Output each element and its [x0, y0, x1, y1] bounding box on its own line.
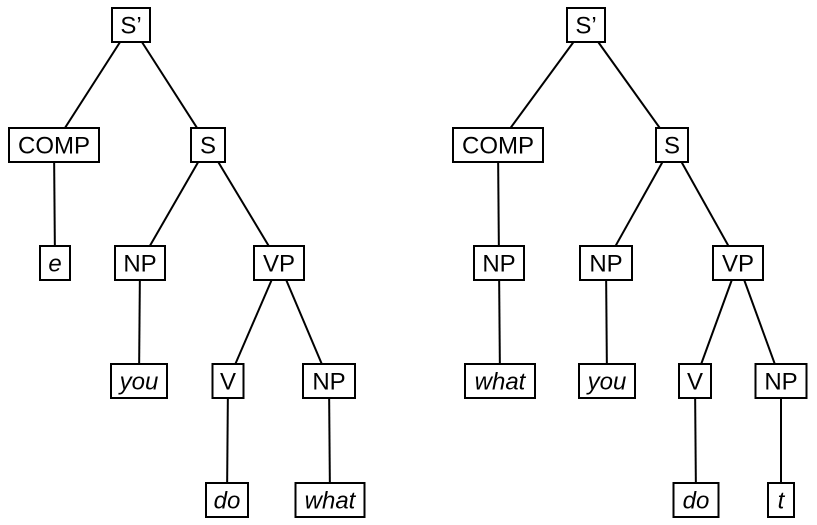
tree-node-what: what — [294, 482, 366, 518]
node-box — [754, 363, 808, 399]
tree-edge-sbar-comp — [53, 24, 132, 146]
tree-edge-comp-np0 — [497, 144, 500, 264]
tree-edge-s-np1 — [605, 144, 673, 264]
tree-node-do: do — [205, 482, 249, 518]
node-box — [767, 482, 795, 518]
node-box — [205, 482, 249, 518]
tree-edge-sbar-s — [130, 24, 209, 146]
tree-node-e: e — [39, 245, 71, 281]
node-box — [672, 482, 720, 518]
tree-edge-v-do — [226, 380, 229, 501]
node-label: what — [305, 488, 357, 515]
tree-node-do: do — [672, 482, 720, 518]
node-box — [39, 245, 71, 281]
right-tree-surface-structure: S’ COMP S NP NP VP what you V NP do t — [452, 7, 808, 518]
node-box — [190, 127, 226, 163]
tree-edge-s-vp — [207, 144, 280, 264]
node-box — [678, 363, 712, 399]
tree-node-np2: NP — [754, 363, 808, 399]
tree-edge-sbar-comp — [497, 24, 587, 146]
node-box — [579, 245, 633, 281]
node-box — [294, 482, 366, 518]
node-label: NP — [312, 369, 345, 396]
node-box — [566, 7, 606, 43]
node-label: you — [586, 369, 627, 396]
tree-node-vp: VP — [253, 245, 305, 281]
tree-node-np1: NP — [579, 245, 633, 281]
tree-edge-np1-you — [138, 262, 141, 382]
node-label: e — [48, 251, 61, 278]
tree-edge-np2-what — [328, 380, 331, 501]
node-box — [111, 7, 151, 43]
node-label: S — [664, 133, 680, 160]
node-label: do — [214, 488, 241, 515]
node-label: S’ — [575, 13, 596, 40]
tree-edge-vp-np2 — [278, 262, 330, 382]
node-box — [452, 127, 544, 163]
tree-node-t: t — [767, 482, 795, 518]
node-label: NP — [764, 369, 797, 396]
tree-edge-s-np1 — [139, 144, 209, 264]
tree-edge-vp-np2 — [737, 262, 782, 382]
tree-node-s: S — [190, 127, 226, 163]
tree-node-v: V — [678, 363, 712, 399]
node-box — [8, 127, 100, 163]
tree-node-v: V — [211, 363, 245, 399]
tree-node-np2: NP — [302, 363, 356, 399]
tree-node-np0: NP — [473, 245, 525, 281]
tree-node-what: what — [464, 363, 536, 399]
tree-node-sbar: S’ — [566, 7, 606, 43]
node-label: NP — [123, 251, 156, 278]
node-label: do — [683, 488, 710, 515]
node-label: VP — [263, 251, 295, 278]
tree-edge-v-do — [694, 380, 697, 501]
node-box — [655, 127, 689, 163]
tree-node-sbar: S’ — [111, 7, 151, 43]
node-label: you — [118, 369, 159, 396]
node-label: S — [200, 133, 216, 160]
tree-edge-s-vp — [671, 144, 739, 264]
tree-edge-np1-you — [605, 262, 608, 382]
node-box — [253, 245, 305, 281]
node-box — [464, 363, 536, 399]
node-box — [712, 245, 764, 281]
tree-node-s: S — [655, 127, 689, 163]
node-box — [578, 363, 636, 399]
node-label: VP — [722, 251, 754, 278]
node-label: COMP — [462, 133, 534, 160]
node-label: what — [475, 369, 527, 396]
tree-edge-np0-what — [498, 262, 501, 382]
tree-edge-vp-v — [227, 262, 280, 382]
tree-edge-vp-v — [694, 262, 739, 382]
tree-edge-comp-e — [53, 144, 56, 264]
tree-node-comp: COMP — [452, 127, 544, 163]
node-label: S’ — [120, 13, 141, 40]
node-label: COMP — [18, 133, 90, 160]
node-box — [473, 245, 525, 281]
tree-node-comp: COMP — [8, 127, 100, 163]
tree-node-vp: VP — [712, 245, 764, 281]
tree-node-you: you — [578, 363, 636, 399]
tree-node-you: you — [110, 363, 168, 399]
node-label: NP — [482, 251, 515, 278]
node-box — [302, 363, 356, 399]
tree-edge-sbar-s — [585, 24, 673, 146]
node-label: NP — [589, 251, 622, 278]
node-label: V — [220, 369, 236, 396]
tree-node-np1: NP — [114, 245, 166, 281]
node-box — [110, 363, 168, 399]
node-label: V — [687, 369, 703, 396]
node-box — [114, 245, 166, 281]
node-label: t — [778, 488, 786, 515]
node-box — [211, 363, 245, 399]
